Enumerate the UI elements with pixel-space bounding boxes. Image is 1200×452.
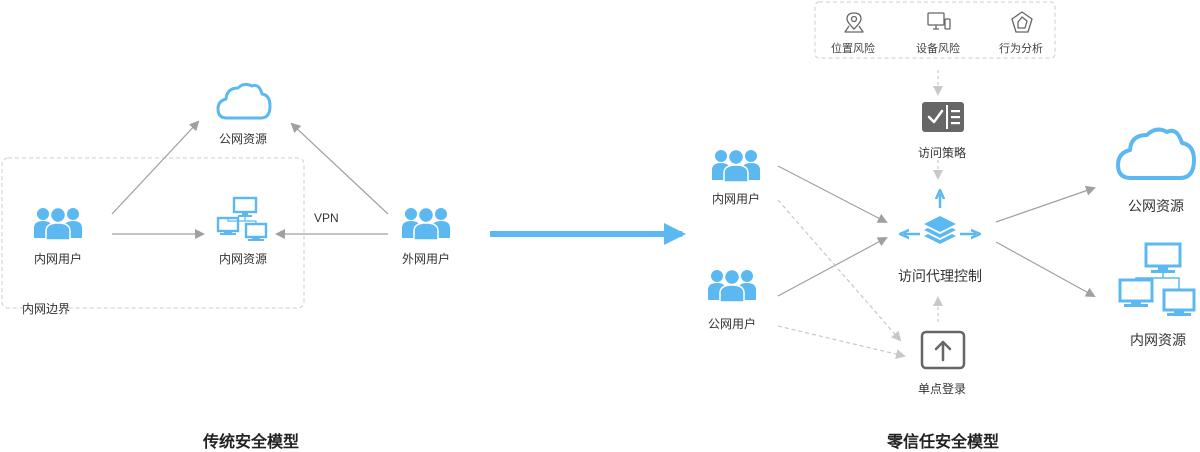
zt-internal-resource-label: 内网资源 [1130, 332, 1186, 348]
users-icon [708, 268, 756, 303]
cloud-icon [1116, 127, 1196, 180]
external-user-label: 外网用户 [401, 252, 451, 266]
behavior-analysis-label: 行为分析 [999, 43, 1043, 55]
access-proxy-label: 访问代理控制 [898, 268, 982, 284]
arrow-proxy-to-public-resource [995, 185, 1096, 223]
risk-panel [814, 1, 1056, 59]
public-resource-label: 公网资源 [218, 132, 268, 146]
access-policy-icon [922, 102, 964, 132]
users-icon [712, 148, 760, 183]
access-policy-label: 访问策略 [917, 146, 967, 160]
users-icon [402, 206, 450, 241]
arrow-public-user-to-sso [777, 325, 906, 360]
internal-user-label: 内网用户 [33, 252, 83, 266]
network-icon [1118, 242, 1196, 316]
cloud-icon [216, 82, 272, 120]
zt-public-resource-label: 公网资源 [1128, 198, 1184, 214]
sso-icon [920, 330, 966, 370]
access-proxy-icon [904, 194, 976, 244]
arrow-public-user-to-proxy [777, 237, 888, 297]
intranet-boundary [1, 157, 305, 309]
vpn-label: VPN [314, 211, 339, 225]
arrow-internal-user-to-proxy [777, 165, 888, 223]
location-risk-icon [844, 12, 864, 33]
users-icon [34, 206, 82, 241]
zt-public-user-label: 公网用户 [707, 317, 757, 331]
device-risk-icon [927, 12, 951, 30]
intranet-boundary-label: 内网边界 [22, 302, 71, 316]
arrow-internal-user-to-sso [777, 199, 902, 342]
arrow-proxy-to-internal-resource [995, 241, 1096, 297]
internal-resource-label: 内网资源 [218, 252, 268, 266]
arrow-external-user-to-public-resource [290, 122, 389, 215]
zt-internal-user-label: 内网用户 [711, 192, 761, 206]
network-icon [216, 196, 268, 241]
location-risk-label: 位置风险 [831, 43, 875, 55]
behavior-analysis-icon [1011, 11, 1033, 33]
sso-label: 单点登录 [917, 382, 967, 396]
arrow-internal-user-to-public-resource [111, 120, 200, 215]
traditional-model-title: 传统安全模型 [202, 434, 300, 451]
zero-trust-model-title: 零信任安全模型 [886, 434, 1000, 451]
device-risk-label: 设备风险 [916, 43, 960, 55]
